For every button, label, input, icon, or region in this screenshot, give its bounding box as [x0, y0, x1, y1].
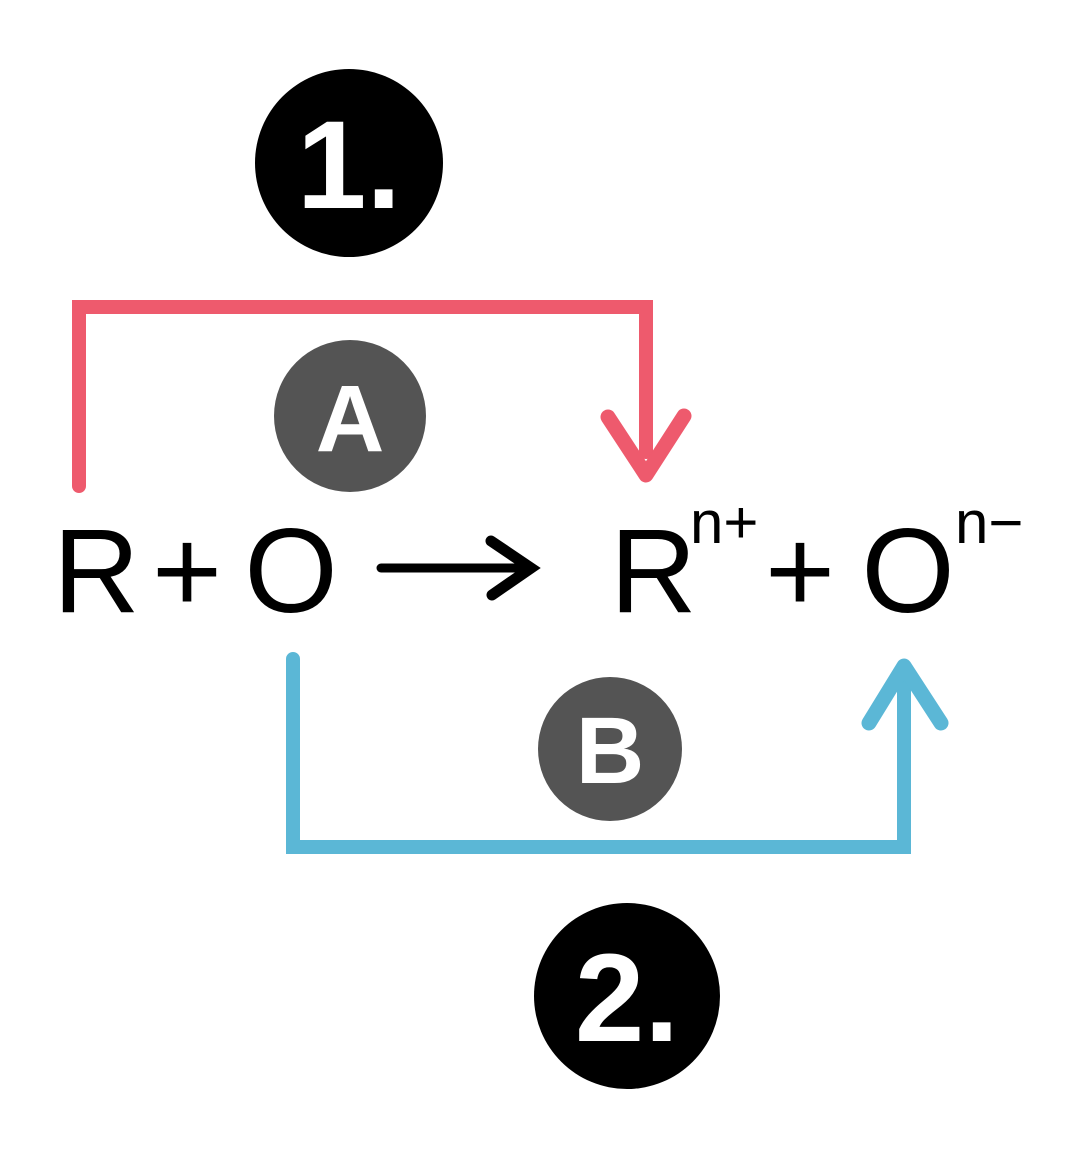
blue-arrow-head-icon: [861, 658, 949, 731]
blue-arrow-line: [286, 652, 911, 854]
path-a-badge: [274, 340, 426, 492]
equation-product-o-superscript: n−: [955, 489, 1023, 556]
equation-product-r-superscript: n+: [690, 489, 758, 556]
step-2-badge: [534, 903, 720, 1089]
equation-plus-sign: +: [152, 504, 222, 638]
equation-reactant-r: R: [53, 504, 140, 638]
equation-plus-sign-2: +: [765, 504, 835, 638]
equation-product-o: O: [861, 504, 954, 638]
reaction-arrow-icon: [376, 535, 541, 601]
path-b-label: B: [576, 698, 645, 804]
path-b-badge: [538, 677, 682, 821]
equation-reactant-o: O: [244, 504, 337, 638]
blue-bracket-arrow-icon: [286, 652, 949, 854]
reaction-arrow-head-icon: [485, 535, 541, 601]
step-1-badge: [255, 69, 443, 257]
red-arrow-line: [72, 300, 653, 493]
step-2-label: 2.: [575, 929, 679, 1068]
redox-equation: R + O R n+ + O n−: [53, 489, 1023, 638]
step-1-label: 1.: [297, 96, 401, 235]
equation-product-r: R: [610, 504, 697, 638]
path-a-label: A: [316, 366, 385, 472]
red-bracket-arrow-icon: [72, 300, 692, 493]
red-arrow-head-icon: [600, 408, 692, 483]
